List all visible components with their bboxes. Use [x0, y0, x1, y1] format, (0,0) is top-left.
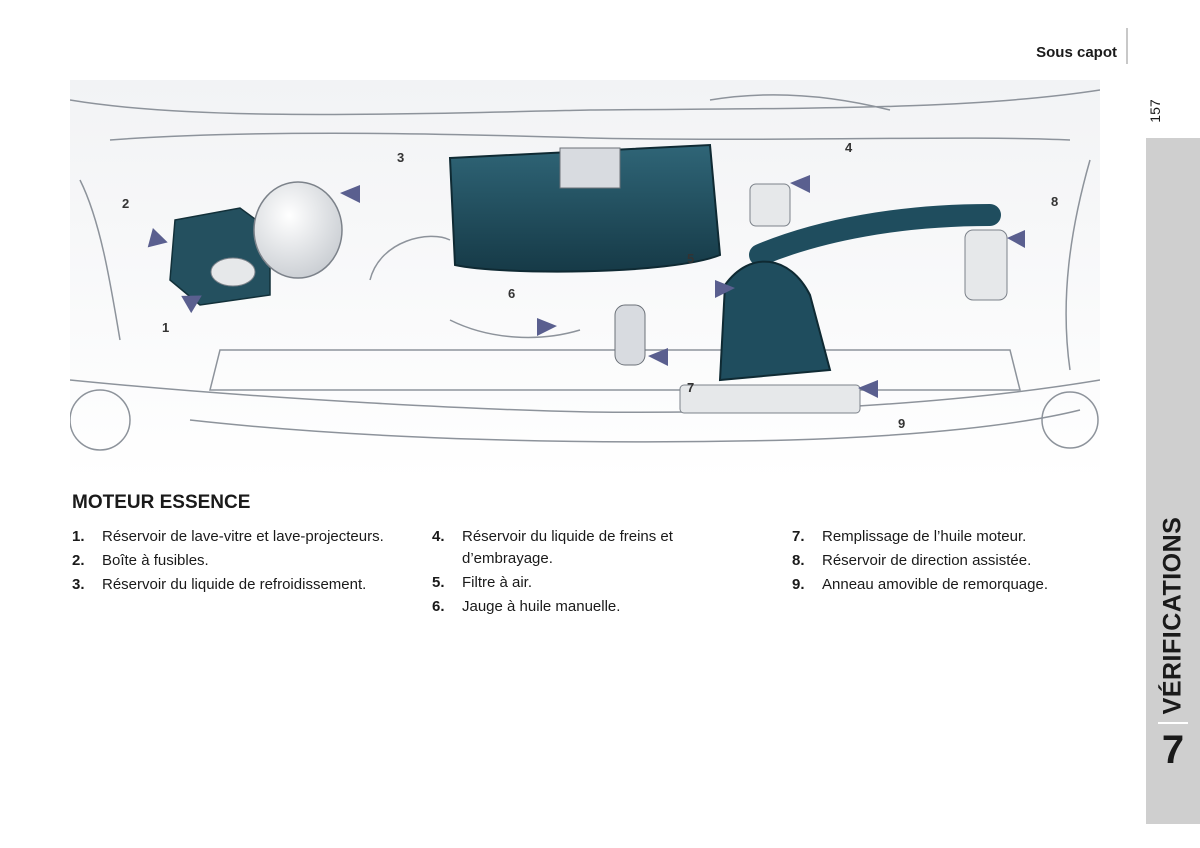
legend-text: Anneau amovible de remorquage.: [822, 574, 1127, 596]
legend-text: Réservoir de lave-vitre et lave-projecte…: [102, 526, 407, 548]
washer-reservoir-cap: [211, 258, 255, 286]
legend-item: 8.Réservoir de direction assistée.: [792, 550, 1127, 572]
legend-column: 1.Réservoir de lave-vitre et lave-projec…: [72, 526, 407, 598]
callout-number: 4: [845, 140, 853, 155]
legend-item: 3.Réservoir du liquide de refroidissemen…: [72, 574, 407, 596]
legend-text: Remplissage de l’huile moteur.: [822, 526, 1127, 548]
legend-number: 5.: [432, 572, 462, 594]
legend-number: 3.: [72, 574, 102, 596]
legend-number: 2.: [72, 550, 102, 572]
oil-filler-cap: [615, 305, 645, 365]
section-title: Sous capot: [1036, 44, 1117, 61]
legend-number: 7.: [792, 526, 822, 548]
legend-column: 4.Réservoir du liquide de freins et d’em…: [432, 526, 767, 620]
callout-number: 7: [687, 380, 694, 395]
legend-text: Filtre à air.: [462, 572, 767, 594]
legend-column: 7.Remplissage de l’huile moteur. 8.Réser…: [792, 526, 1127, 598]
engine-heading: MOTEUR ESSENCE: [72, 492, 250, 514]
chapter-number: 7: [1146, 728, 1200, 773]
legend-item: 4.Réservoir du liquide de freins et d’em…: [432, 526, 767, 570]
legend-number: 4.: [432, 526, 462, 570]
legend-text: Réservoir du liquide de refroidissement.: [102, 574, 407, 596]
legend-item: 1.Réservoir de lave-vitre et lave-projec…: [72, 526, 407, 548]
callout-number: 1: [162, 320, 169, 335]
legend-number: 8.: [792, 550, 822, 572]
callout-number: 8: [1051, 194, 1058, 209]
legend-text: Jauge à huile manuelle.: [462, 596, 767, 618]
legend-number: 1.: [72, 526, 102, 548]
engine-bay-illustration: 1 2 3 4 5 6 7 8 9: [70, 80, 1100, 482]
legend-text: Boîte à fusibles.: [102, 550, 407, 572]
header-rule: [1126, 28, 1128, 64]
brake-fluid-reservoir: [750, 184, 790, 226]
callout-number: 5: [687, 251, 694, 266]
callout-number: 9: [898, 416, 905, 431]
callout-number: 2: [122, 196, 129, 211]
legend-item: 9.Anneau amovible de remorquage.: [792, 574, 1127, 596]
legend-text: Réservoir du liquide de freins et d’embr…: [462, 526, 767, 570]
chapter-name-text: VÉRIFICATIONS: [1159, 516, 1188, 714]
legend-number: 6.: [432, 596, 462, 618]
callout-number: 6: [508, 286, 515, 301]
legend-item: 6.Jauge à huile manuelle.: [432, 596, 767, 618]
legend-text: Réservoir de direction assistée.: [822, 550, 1127, 572]
coolant-reservoir: [254, 182, 342, 278]
page-number: 157: [1140, 96, 1170, 126]
steering-reservoir: [965, 230, 1007, 300]
legend-item: 5.Filtre à air.: [432, 572, 767, 594]
tab-divider: [1158, 722, 1188, 724]
legend-number: 9.: [792, 574, 822, 596]
callout-number: 3: [397, 150, 404, 165]
legend-item: 7.Remplissage de l’huile moteur.: [792, 526, 1127, 548]
tow-ring: [680, 385, 860, 413]
legend-item: 2.Boîte à fusibles.: [72, 550, 407, 572]
chapter-name: VÉRIFICATIONS: [1146, 520, 1200, 710]
